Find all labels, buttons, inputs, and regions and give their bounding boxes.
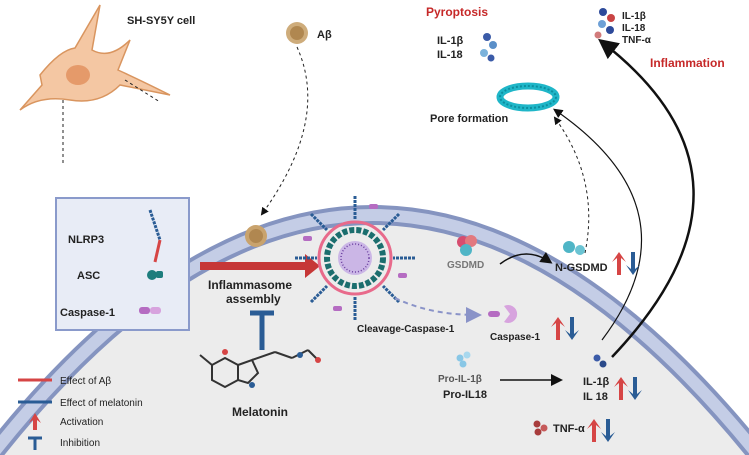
legend-inhibition-label: Inhibition [60, 438, 100, 449]
tnf-in-label: TNF-α [553, 423, 585, 435]
legend: Effect of Aβ Effect of melatonin Activat… [18, 376, 143, 450]
inflammation-label: Inflammation [650, 56, 725, 70]
pyroptosis-label: Pyroptosis [426, 5, 488, 19]
ngsdmd-label: N-GSDMD [555, 262, 608, 274]
cytokine-dots-pyro [480, 33, 497, 62]
cell-label: SH-SY5Y cell [127, 15, 195, 27]
asc-icon [147, 270, 163, 280]
legend-activation-label: Activation [60, 417, 103, 428]
tnf-infl-label: TNF-α [622, 35, 652, 46]
pore-formation-label: Pore formation [430, 113, 509, 125]
legend-activation-icon [29, 413, 41, 430]
il18-infl-label: IL-18 [622, 23, 646, 34]
casp1-icon [139, 307, 161, 314]
ngsdmd-updown-icon [612, 252, 640, 275]
neuron-icon [19, 4, 171, 111]
abeta-effect-arrow [200, 254, 320, 278]
nlrp3-label: NLRP3 [68, 234, 104, 246]
il18-in-label: IL 18 [583, 391, 608, 403]
ngsdmd-icon [563, 241, 585, 255]
melatonin-label: Melatonin [232, 405, 288, 419]
cleavage-label: Cleavage-Caspase-1 [357, 324, 455, 335]
legend-abeta-label: Effect of Aβ [60, 376, 111, 387]
il-dots [593, 354, 607, 368]
inflammasome-label-1: Inflammasome [208, 278, 292, 292]
pro-il18-label: Pro-IL18 [443, 389, 487, 401]
gsdmd-label: GSDMD [447, 260, 484, 271]
tnf-updown-icon [587, 419, 615, 442]
abeta-entry-arrow [260, 46, 309, 216]
inflammasome-label-2: assembly [226, 292, 281, 306]
melatonin-molecule-icon [199, 349, 321, 389]
casp1-updown-icon [551, 317, 579, 340]
pro-il1b-label: Pro-IL-1β [438, 374, 482, 385]
ngsdmd-pore-arrow [553, 116, 590, 254]
active-casp1-icon [488, 305, 518, 323]
release-arrow-inflammation [598, 38, 695, 358]
gsdmd-cleavage-arrow [499, 251, 553, 265]
il-updown-icon [614, 377, 642, 400]
il1b-out-label: IL-1β [437, 35, 464, 47]
casp1-active-label: Caspase-1 [490, 332, 540, 343]
tnf-dots [533, 420, 548, 436]
il18-out-label: IL-18 [437, 49, 463, 61]
il1b-infl-label: IL-1β [622, 11, 646, 22]
nlrp3-icon [148, 209, 162, 263]
il1b-in-label: IL-1β [583, 376, 610, 388]
pro-il-dots [456, 351, 471, 368]
abeta-label: Aβ [317, 29, 332, 41]
legend-melatonin-label: Effect of melatonin [60, 398, 143, 409]
gsdmd-icon [457, 235, 477, 256]
asc-label: ASC [77, 270, 100, 282]
casp1-label: Caspase-1 [60, 307, 115, 319]
release-arrow-pore [553, 108, 643, 341]
components-box [55, 197, 190, 331]
inflammasome-icon [295, 196, 415, 320]
cytokine-dots-inflammation [594, 8, 615, 39]
cleavage-arrow [394, 297, 482, 323]
